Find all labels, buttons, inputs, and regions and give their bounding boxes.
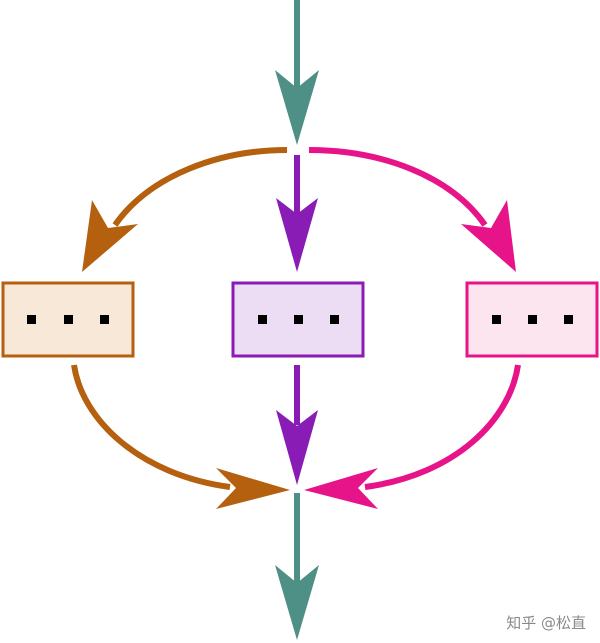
- merge-arrow-middle: [276, 365, 318, 485]
- merge-arrow-left: [71, 364, 290, 509]
- box-right: [465, 281, 599, 358]
- merge-arrow-right: [304, 364, 521, 509]
- box-middle: [231, 281, 365, 358]
- split-arrow-middle: [276, 155, 318, 272]
- box-left: [1, 281, 135, 358]
- watermark: 知乎 @松直: [506, 614, 586, 632]
- output-arrow: [275, 493, 319, 640]
- split-arrow-right: [308, 147, 516, 272]
- input-arrow: [275, 0, 319, 145]
- split-arrow-left: [82, 147, 288, 272]
